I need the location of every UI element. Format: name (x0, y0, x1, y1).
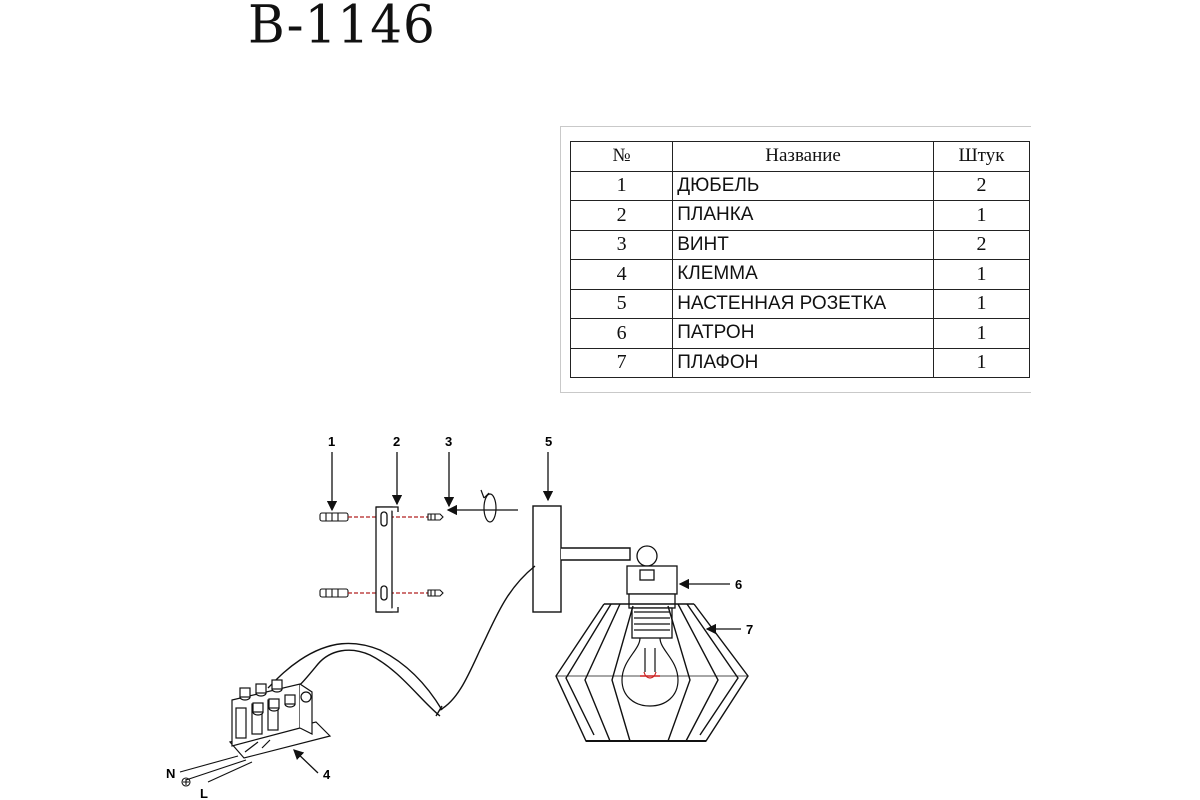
row-name: ПЛАНКА (672, 200, 934, 231)
table-header-row: № Название Штук (569, 141, 1031, 172)
terminal-label-l: L (200, 786, 208, 800)
callout-6: 6 (735, 577, 742, 592)
row-qty: 1 (932, 259, 1031, 290)
table-row: 4 КЛЕММА 1 (569, 259, 1031, 290)
row-name: ДЮБЕЛЬ (672, 170, 934, 201)
dowel-icon (319, 512, 349, 598)
mounting-plate-icon (375, 506, 399, 613)
lampshade-cage-icon (555, 603, 749, 742)
wall-rosette-icon (532, 505, 631, 613)
table-row: 3 ВИНТ 2 (569, 229, 1031, 260)
row-num: 6 (569, 318, 674, 349)
lamp-holder-icon (626, 545, 678, 639)
header-name: Название (672, 141, 934, 172)
callout-5: 5 (545, 434, 552, 449)
terminal-label-n: N (166, 766, 175, 781)
bulb-icon (621, 637, 679, 707)
document-title: B-1146 (248, 0, 436, 55)
row-num: 2 (569, 200, 674, 231)
callout-3: 3 (445, 434, 452, 449)
row-name: КЛЕММА (672, 259, 934, 290)
parts-table: № Название Штук 1 ДЮБЕЛЬ 2 2 ПЛАНКА 1 3 … (569, 141, 1031, 378)
callout-2: 2 (393, 434, 400, 449)
header-qty: Штук (932, 141, 1031, 172)
power-cable (267, 565, 536, 717)
row-num: 4 (569, 259, 674, 290)
row-num: 7 (569, 347, 674, 378)
leader-4 (293, 749, 319, 774)
callout-7: 7 (746, 622, 753, 637)
row-qty: 1 (932, 200, 1031, 231)
callout-4: 4 (323, 767, 331, 782)
mains-wires (179, 755, 253, 787)
screw-icon (427, 513, 444, 597)
callout-1: 1 (328, 434, 335, 449)
table-row: 2 ПЛАНКА 1 (569, 200, 1031, 231)
table-row: 6 ПАТРОН 1 (569, 318, 1031, 349)
table-frame (560, 126, 1031, 393)
row-qty: 1 (932, 347, 1031, 378)
header-num: № (569, 141, 674, 172)
row-name: ВИНТ (672, 229, 934, 260)
rotation-icon (480, 489, 497, 523)
row-qty: 1 (932, 318, 1031, 349)
terminal-block-icon (228, 679, 332, 759)
table-row: 7 ПЛАФОН 1 (569, 347, 1031, 378)
